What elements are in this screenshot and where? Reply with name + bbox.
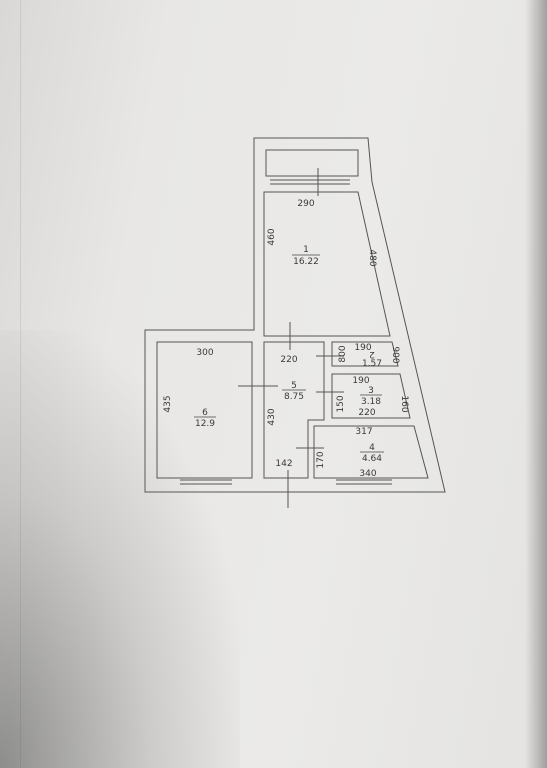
dim-room3-right: 160 [399,395,409,412]
room-5-number: 5 [291,381,297,391]
dim-hall-top: 220 [280,355,297,365]
dim-hall-left: 430 [267,408,277,425]
room-1-number: 1 [303,245,309,255]
room-6-number: 6 [202,408,208,418]
dim-room6-left: 435 [163,395,173,412]
room-1-area: 16.22 [293,257,319,267]
room-3-number: 3 [368,386,374,396]
room-4-outline [313,425,429,479]
dim-room1-left: 460 [267,228,277,245]
dim-room3-top: 190 [352,376,369,386]
dim-room3-bottom: 220 [358,408,375,418]
dim-room4-top: 317 [355,427,372,437]
room-2-area: 1.57 [362,359,382,369]
dimension-labels: 290 460 480 220 430 142 300 435 190 800 … [163,199,409,479]
room-3-outline [331,373,411,419]
dim-room1-right: 480 [367,249,377,266]
room-4-area: 4.64 [362,454,382,464]
dim-room1-top: 290 [297,199,314,209]
room-1-outline [263,191,391,337]
balcony-outline [265,149,359,177]
dim-hall-bottom: 142 [275,459,292,469]
dim-room2-right: 900 [390,346,400,363]
outer-walls [144,137,446,508]
dim-room2-top: 190 [354,343,371,353]
room-3-area: 3.18 [361,397,381,407]
window-room-6 [180,479,232,485]
window-room-4 [336,479,392,485]
dim-room2-left: 800 [338,345,348,362]
room-2-outline [331,341,399,367]
sheet-edge [525,0,547,768]
outer-wall-outline [144,137,446,493]
room-6-area: 12.9 [195,419,215,429]
dim-room3-left: 150 [336,395,346,412]
room-5-outline [263,341,325,479]
balcony-window [270,179,350,185]
dim-room4-bottom: 340 [359,469,376,479]
dim-room6-top: 300 [196,348,213,358]
room-4-number: 4 [369,443,375,453]
dim-room4-left: 170 [316,451,326,468]
room-5-area: 8.75 [284,392,304,402]
room-2-number: 2 [369,349,375,359]
